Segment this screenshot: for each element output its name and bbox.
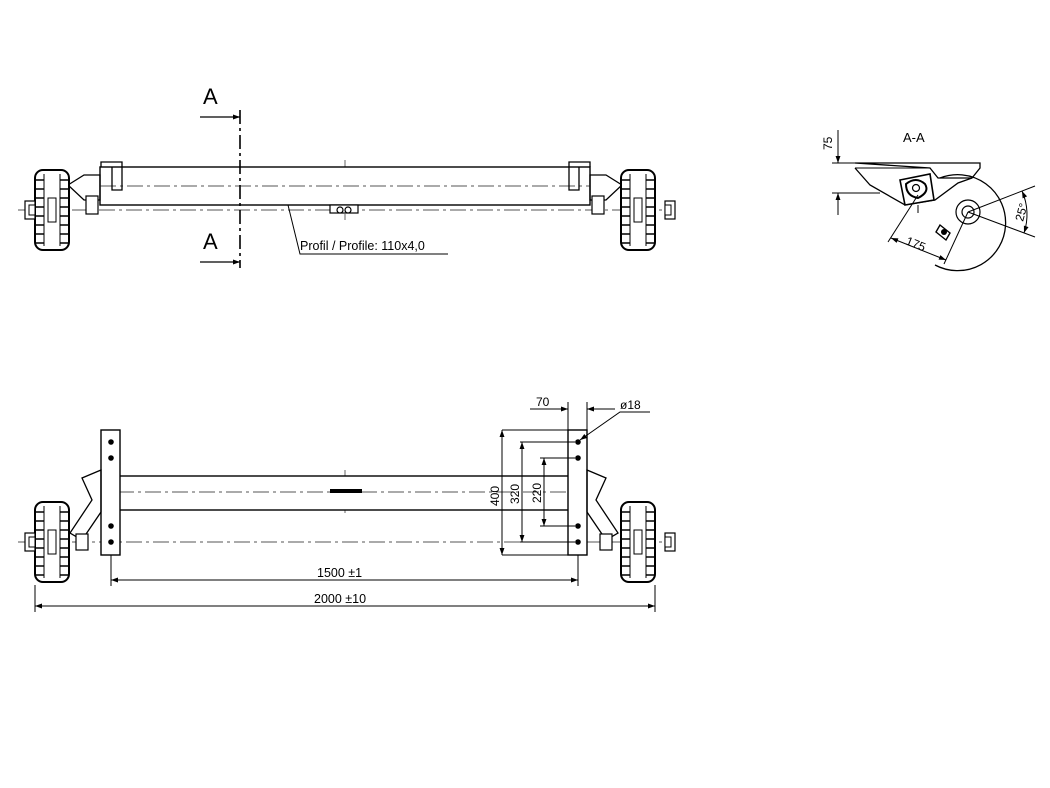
dim-400: 400 xyxy=(488,486,502,506)
plan-view: 70 ø18 400 320 220 1500 ±1 2000 ±10 xyxy=(18,395,676,612)
profile-label: Profil / Profile: 110x4,0 xyxy=(300,239,425,253)
front-arm-right xyxy=(589,174,624,201)
plan-axle-tube xyxy=(117,475,571,511)
front-wheel-right xyxy=(620,169,656,251)
section-arm-disc xyxy=(934,174,1007,272)
dim-25-deg: 25° xyxy=(1012,201,1030,222)
dim-320: 320 xyxy=(508,484,522,504)
plan-hub-left xyxy=(24,532,36,552)
plan-wheel-right xyxy=(620,501,656,583)
dim-220: 220 xyxy=(530,483,544,503)
profile-leader xyxy=(287,204,448,255)
dim-70: 70 xyxy=(536,395,550,409)
dim-75: 75 xyxy=(821,136,835,150)
dim-track: 1500 ±1 xyxy=(317,566,362,580)
section-letter-top: A xyxy=(203,84,218,109)
plan-arm-left xyxy=(69,469,102,541)
plan-wheel-left xyxy=(34,501,70,583)
plan-centre-marker xyxy=(330,489,362,493)
dim-overall: 2000 ±10 xyxy=(314,592,366,606)
front-bracket-left xyxy=(100,161,123,191)
front-hub-left xyxy=(24,200,36,220)
front-view: A A Profil / Profile: 110x4,0 xyxy=(18,84,676,268)
front-arm-left xyxy=(66,174,101,201)
section-view: A-A 75 175 25° xyxy=(821,130,1036,272)
plan-arm-right xyxy=(586,469,619,541)
front-wheel-left xyxy=(34,169,70,251)
front-bracket-right xyxy=(568,161,591,191)
mounting-plate-left xyxy=(100,429,121,556)
plan-hub-right xyxy=(664,532,676,552)
section-title: A-A xyxy=(903,130,925,145)
section-letter-bottom: A xyxy=(203,229,218,254)
front-hub-right xyxy=(664,200,676,220)
dim-hole-diameter: ø18 xyxy=(620,398,641,412)
front-centre-clamp xyxy=(329,204,359,214)
mounting-plate-right xyxy=(567,429,588,556)
